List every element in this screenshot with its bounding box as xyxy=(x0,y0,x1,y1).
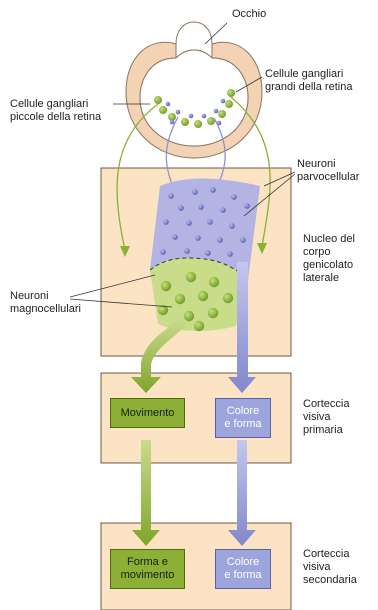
movement-box: Movimento xyxy=(110,398,185,428)
color-form-primary-box: Colore e forma xyxy=(215,398,271,438)
eye-label: Occhio xyxy=(232,8,266,21)
magnocellular-neurons-label: Neuroni magnocellulari xyxy=(10,290,81,316)
primary-visual-cortex-label: Corteccia visiva primaria xyxy=(303,398,349,437)
secondary-visual-cortex-label: Corteccia visiva secondaria xyxy=(303,548,357,587)
form-movement-box: Forma e movimento xyxy=(110,549,185,589)
color-form-secondary-box: Colore e forma xyxy=(215,549,271,589)
lgn-label: Nucleo del corpo genicolato laterale xyxy=(303,233,355,285)
small-ganglion-cells-label: Cellule gangliari piccole della retina xyxy=(10,98,101,124)
large-ganglion-cells-label: Cellule gangliari grandi della retina xyxy=(265,68,352,94)
parvocellular-neurons-label: Neuroni parvocellular xyxy=(297,158,359,184)
eye-icon xyxy=(126,22,262,158)
